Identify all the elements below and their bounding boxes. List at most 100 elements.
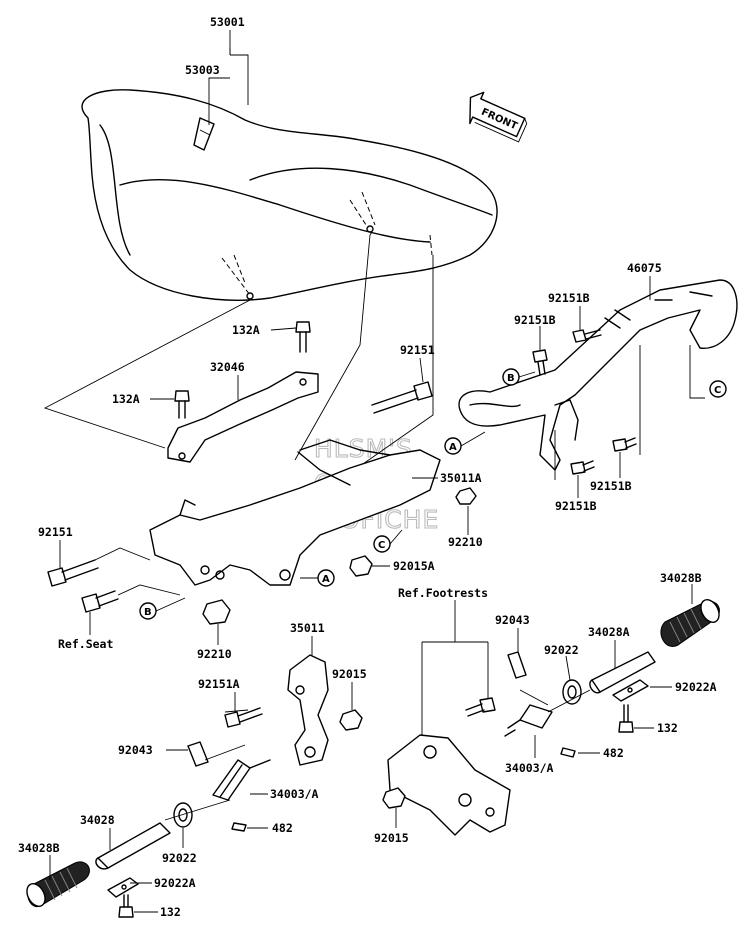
label-92015-a: 92015 [332,667,367,681]
bolt-92151b-4[interactable] [570,460,595,475]
label-92043-left: 92043 [118,743,153,757]
bracket-34003-right[interactable] [504,704,553,737]
front-arrow: FRONT [469,91,528,143]
leader-132a-top [270,327,297,331]
label-92151b-3: 92151B [590,479,632,493]
label-132-left: 132 [160,905,181,919]
seat-frame-35011a[interactable] [149,439,441,586]
bolt-132a-left[interactable] [174,390,190,419]
plate-92022a-right[interactable] [612,679,649,702]
grab-rail-46075[interactable] [458,279,738,471]
seat-drop-left [43,299,251,449]
leader-92022-right [565,655,571,681]
label-53003: 53003 [185,63,220,77]
nut-92015a[interactable] [349,555,373,577]
bolt-92151b-1[interactable] [572,329,602,343]
cotter-482-left[interactable] [231,822,247,832]
label-ref-seat: Ref.Seat [58,637,113,651]
leader-92151-mid [419,357,424,383]
label-482-right: 482 [603,746,624,760]
callout-a-lower: A [300,569,335,587]
nut-92210-bottom[interactable] [202,599,231,625]
seat-53001[interactable] [81,89,498,301]
grip-34028b-left[interactable] [23,861,90,909]
nut-92015-a[interactable] [339,709,363,731]
pin-92043-right[interactable] [507,651,527,679]
seat-drop-mid [294,231,373,461]
bolt-132a-top[interactable] [295,321,311,353]
leader-rail-mounts [554,345,705,480]
label-34028: 34028 [80,813,115,827]
label-92151b-4: 92151B [555,499,597,513]
callout-a-lower-text: A [322,574,330,585]
label-92043-right: 92043 [495,613,530,627]
leader-seat-frame-left [94,547,181,596]
label-35011: 35011 [290,621,325,635]
footpeg-34028a[interactable] [589,651,656,694]
label-46075: 46075 [627,261,662,275]
label-34028b-right: 34028B [660,571,702,585]
label-92022a-left: 92022A [154,876,196,890]
callout-a-upper: A [444,431,486,455]
label-92015-b: 92015 [374,831,409,845]
washer-92022-right[interactable] [562,679,582,705]
label-92151b-2: 92151B [514,313,556,327]
leader-ref-footrests [421,600,489,745]
label-92151b-1: 92151B [548,291,590,305]
bolt-92151-left-2[interactable] [81,590,119,613]
callout-c-upper-text: C [714,385,721,396]
callout-a-upper-text: A [449,442,457,453]
label-92210-bottom: 92210 [197,647,232,661]
label-92151a: 92151A [198,677,240,691]
bolt-92151b-3[interactable] [612,437,637,452]
footpeg-34028[interactable] [95,822,171,870]
grip-34028b-right[interactable] [660,597,723,647]
leader-right-assembly [519,689,591,713]
plate-92022a-left[interactable] [107,877,139,898]
label-ref-footrests: Ref.Footrests [398,586,488,600]
callout-b-upper: B [502,368,536,386]
callout-b-lower-text: B [144,607,152,618]
label-92151-mid: 92151 [400,343,435,357]
callout-b-lower: B [139,597,186,620]
bolt-92151a[interactable] [224,707,263,728]
pin-92043-left[interactable] [187,741,209,767]
bolt-92151-mid[interactable] [371,381,433,414]
nut-92015-b[interactable] [382,787,406,809]
label-34028a: 34028A [588,625,630,639]
seat-drop-right [339,255,434,481]
bolt-92151-left-1[interactable] [47,559,99,587]
label-34003-right: 34003/A [505,761,554,775]
bolt-right-footrest[interactable] [465,697,496,717]
label-34003-left: 34003/A [270,787,319,801]
label-92015a: 92015A [393,559,435,573]
label-35011a: 35011A [440,471,482,485]
bolt-132-right[interactable] [618,704,634,733]
label-132a-left: 132A [112,392,140,406]
callout-c-lower: C [373,529,403,553]
washer-92022-left[interactable] [173,802,193,828]
label-92210-right: 92210 [448,535,483,549]
label-92022-right: 92022 [544,643,579,657]
callout-c-upper: C [709,380,727,398]
label-92151-left: 92151 [38,525,73,539]
bolt-132-left[interactable] [118,894,134,918]
label-92022-left: 92022 [162,851,197,865]
label-92022a-right: 92022A [675,680,717,694]
leader-left-assembly [164,709,249,821]
bracket-34003-left[interactable] [212,759,271,801]
label-53001: 53001 [210,15,245,29]
label-32046: 32046 [210,360,245,374]
label-482-left: 482 [272,821,293,835]
callout-c-lower-text: C [378,540,385,551]
label-132-right: 132 [657,721,678,735]
cotter-482-right[interactable] [560,747,576,758]
nut-92210-right[interactable] [455,487,477,505]
bolt-92151b-2[interactable] [532,349,548,376]
footrest-bracket-35011[interactable] [287,654,329,766]
footrest-bracket-right[interactable] [387,734,511,836]
callout-b-upper-text: B [507,373,515,384]
bracket-32046[interactable] [167,371,319,463]
label-34028b-left: 34028B [18,841,60,855]
